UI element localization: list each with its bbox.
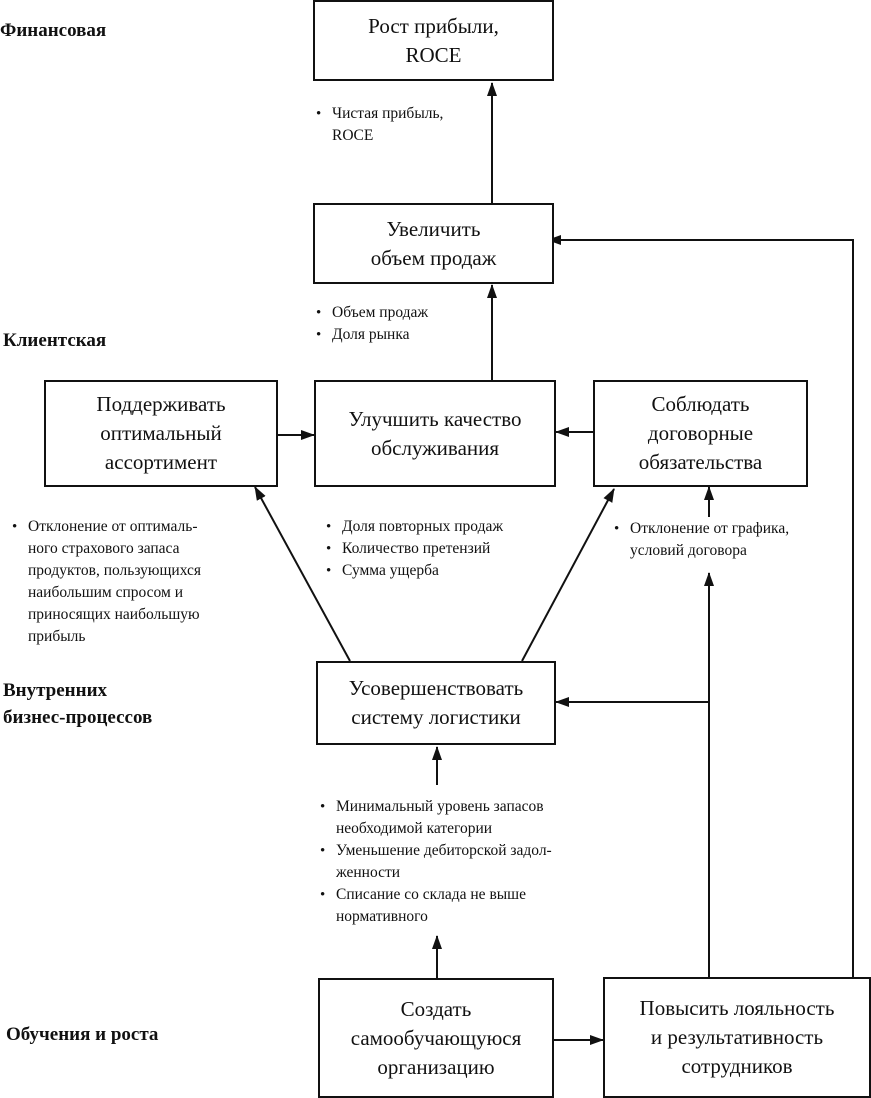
text-line: договорные [647, 421, 754, 445]
metrics-profit: Чистая прибыль, ROCE [314, 103, 443, 147]
metric-line: ного страхового запаса [28, 540, 180, 557]
text-line: Повысить лояльность [639, 996, 835, 1020]
text-line: обязательства [638, 450, 763, 474]
metric-line: Количество претензий [342, 540, 491, 557]
text-line: Поддерживать [96, 392, 226, 416]
text-line: Финансовая [0, 20, 107, 41]
metrics-sales: Объем продажДоля рынка [314, 302, 428, 346]
metric-item: Объем продаж [316, 302, 429, 324]
metric-item: Сумма ущерба [326, 560, 503, 582]
goal-self-learning-org: Создать самообучающуюся организацию [318, 978, 554, 1098]
metric-line: Списание со склада не выше [336, 886, 526, 903]
metric-line: Уменьшение дебиторской задол- [336, 842, 552, 859]
metric-line: наибольшим спросом и [28, 584, 183, 601]
metric-item: Доля повторных продаж [326, 516, 504, 538]
text-line: Увеличить [386, 216, 481, 241]
metric-item: Отклонение от графика, условий договора [614, 518, 790, 562]
text-line: обслуживания [370, 435, 500, 460]
goal-contract-obligations: Соблюдать договорные обязательства [593, 380, 808, 487]
perspective-learning: Обучения и роста [6, 1021, 158, 1048]
text-line: бизнес-процессов [3, 707, 153, 728]
text-line: Соблюдать [651, 392, 750, 416]
goal-improve-logistics: Усовершенствовать систему логистики [316, 661, 556, 745]
metric-line: Чистая прибыль, [332, 105, 444, 122]
text-line: Улучшить качество [348, 406, 522, 431]
metric-line: Сумма ущерба [342, 562, 439, 579]
metric-item: Количество претензий [326, 538, 503, 560]
metric-item: Отклонение от оптималь-ного страхового з… [12, 516, 202, 648]
arrow-logistics-to-assortment [254, 486, 351, 662]
text-line: ROCE [405, 42, 462, 67]
metric-item: Минимальный уровень запасов необходимой к… [320, 796, 552, 840]
text-line: систему логистики [351, 705, 521, 729]
metrics-obligations: Отклонение от графика, условий договора [612, 518, 789, 562]
goal-increase-sales: Увеличить объем продаж [313, 203, 554, 284]
goal-optimal-assortment: Поддерживать оптимальный ассортимент [44, 380, 278, 487]
text-line: оптимальный [100, 421, 222, 445]
metrics-assortment: Отклонение от оптималь-ного страхового з… [10, 516, 201, 648]
metric-line: Доля повторных продаж [342, 518, 504, 535]
metric-line: женности [336, 864, 401, 881]
text-line: и результативность [650, 1025, 824, 1049]
perspective-financial: Финансовая [0, 17, 106, 44]
text-line: объем продаж [370, 245, 497, 270]
goal-profit-growth: Рост прибыли, ROCE [313, 0, 554, 81]
text-line: организацию [377, 1054, 495, 1079]
metric-line: Минимальный уровень запасов [336, 798, 544, 815]
metric-line: Доля рынка [332, 326, 410, 343]
metric-item: Списание со склада не выше нормативного [320, 884, 552, 928]
text-line: Внутренних [3, 680, 108, 701]
metric-line: продуктов, пользующихся [28, 562, 202, 579]
text-line: Рост прибыли, [368, 13, 499, 38]
metric-line: ROCE [332, 127, 374, 144]
text-line: Усовершенствовать [348, 676, 524, 700]
metric-line: Отклонение от оптималь- [28, 518, 198, 535]
metrics-logistics: Минимальный уровень запасов необходимой к… [318, 796, 552, 928]
metric-item: Чистая прибыль, ROCE [316, 103, 444, 147]
text-line: самообучающуюся [350, 1025, 522, 1050]
metric-line: условий договора [630, 542, 747, 559]
metric-line: Объем продаж [332, 304, 429, 321]
metric-item: Уменьшение дебиторской задол-женности [320, 840, 552, 884]
metrics-service: Доля повторных продажКоличество претензи… [324, 516, 503, 582]
goal-employee-loyalty: Повысить лояльность и результативность сот… [603, 977, 871, 1098]
metric-line: Отклонение от графика, [630, 520, 790, 537]
goal-service-quality: Улучшить качество обслуживания [314, 380, 556, 487]
metric-line: необходимой категории [336, 820, 493, 837]
arrow-loyalty-to-sales [547, 235, 854, 977]
text-line: ассортимент [104, 450, 218, 474]
text-line: сотрудников [681, 1054, 793, 1078]
text-line: Клиентская [3, 330, 107, 351]
perspective-internal: Внутренних бизнес-процессов [3, 677, 152, 731]
metric-line: приносящих наибольшую [28, 606, 200, 623]
metric-item: Доля рынка [316, 324, 428, 346]
text-line: Обучения и роста [6, 1024, 159, 1045]
perspective-customer: Клиентская [3, 327, 106, 354]
arrow-logistics-to-obligations [521, 488, 615, 662]
text-line: Создать [400, 996, 472, 1021]
metric-line: прибыль [28, 628, 86, 645]
metric-line: нормативного [336, 908, 428, 925]
